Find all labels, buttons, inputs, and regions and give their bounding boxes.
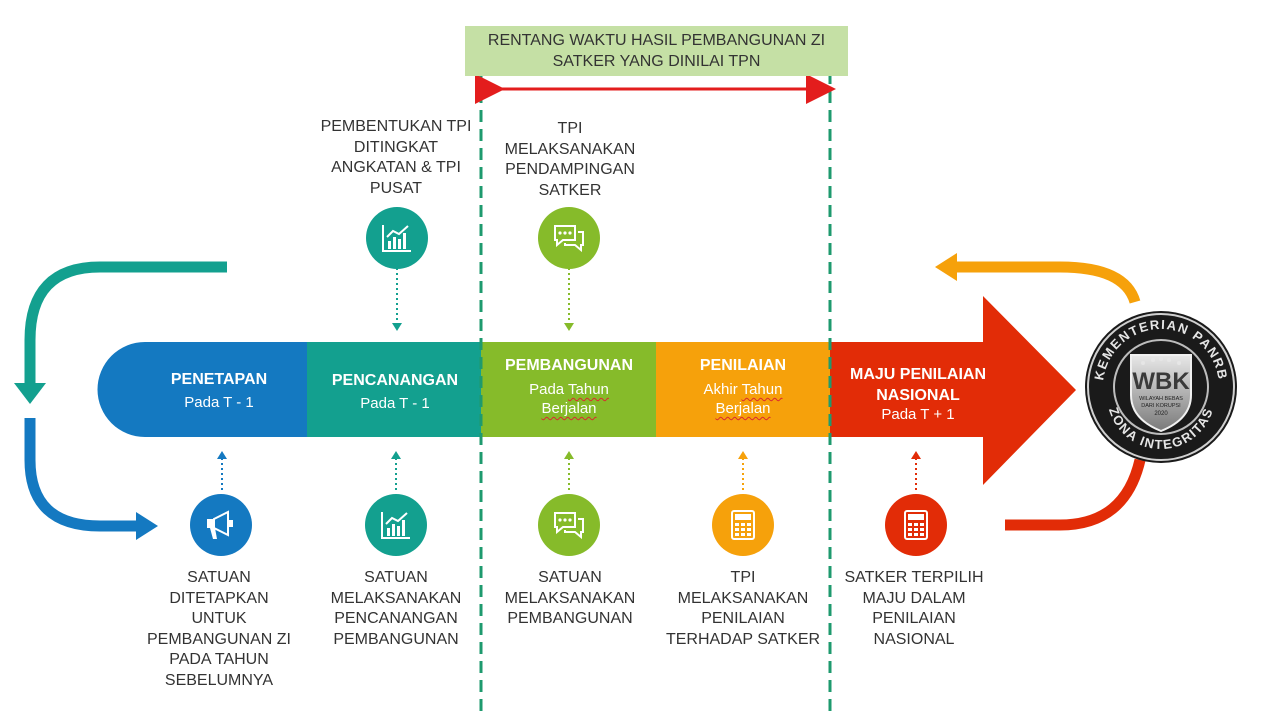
right-curve-red — [1005, 458, 1146, 531]
stage-pembangunan-bg — [481, 342, 656, 437]
chart-icon — [381, 512, 410, 539]
stage-nasional: MAJU PENILAIAN NASIONAL Pada T + 1 — [838, 364, 998, 423]
megaphone-icon — [207, 510, 233, 539]
stage-pencanangan-bg — [307, 342, 481, 437]
stage-pencanangan: PENCANANGAN Pada T - 1 — [310, 372, 480, 412]
bottom-label-pembangunan: SATUAN MELAKSANAKAN PEMBANGUNAN — [504, 569, 636, 627]
time-range-banner-text: RENTANG WAKTU HASIL PEMBANGUNAN ZI SATKE… — [487, 32, 826, 70]
stage-penetapan: PENETAPAN Pada T - 1 — [140, 371, 298, 411]
top-label-pencanangan: PEMBENTUKAN TPI DITINGKAT ANGKATAN & TPI… — [320, 118, 472, 197]
stage-penetapan-title: PENETAPAN — [170, 371, 268, 388]
stage-penetapan-sub: Pada T - 1 — [184, 394, 254, 411]
chat-icon — [554, 512, 584, 540]
stage-penilaian-sub-prefix: Akhir — [703, 381, 742, 398]
time-range-banner: RENTANG WAKTU HASIL PEMBANGUNAN ZI SATKE… — [465, 26, 848, 76]
stage-penilaian-sub-b: Berjalan — [715, 400, 771, 417]
stage-penilaian-sub-line2: Berjalan — [658, 400, 828, 417]
bottom-chat-icon-circle — [538, 494, 600, 556]
chart-icon — [382, 225, 411, 252]
stage-penetapan-bg — [97, 342, 307, 437]
stage-pembangunan-sub-prefix: Pada — [529, 381, 569, 398]
stage-pembangunan: PEMBANGUNAN Pada Tahun Berjalan — [484, 357, 654, 417]
calculator-icon — [731, 510, 755, 540]
badge-sub-line2: DARI KORUPSI — [1141, 403, 1181, 409]
top-label-pembangunan: TPI MELAKSANAKAN PENDAMPINGAN SATKER — [504, 120, 636, 199]
badge-year: 2020 — [1154, 411, 1168, 417]
right-curve-arrow-orange — [955, 261, 1141, 304]
calculator-icon — [904, 510, 928, 540]
stage-pencanangan-sub: Pada T - 1 — [360, 395, 430, 412]
wbk-seal-graphic: KEMENTERIAN PANRB ZONA INTEGRITAS WBK WI… — [1085, 311, 1237, 463]
stage-pembangunan-sub-b: Berjalan — [541, 400, 597, 417]
bottom-calculator-icon-circle-2 — [885, 494, 947, 556]
stage-pencanangan-title: PENCANANGAN — [331, 372, 459, 389]
badge-stars — [1141, 357, 1181, 365]
wbk-badge: KEMENTERIAN PANRB ZONA INTEGRITAS WBK WI… — [1083, 309, 1239, 465]
stage-pembangunan-sub-a: Tahun — [568, 381, 609, 398]
stage-penilaian-bg — [656, 342, 830, 437]
top-chart-icon-circle — [366, 207, 428, 269]
bottom-megaphone-icon-circle — [190, 494, 252, 556]
left-curve-arrowhead-teal — [14, 383, 46, 404]
stage-pembangunan-sub-line2: Berjalan — [484, 400, 654, 417]
left-curve-arrowhead-blue — [136, 512, 158, 540]
stage-nasional-arrow-bg — [830, 296, 1076, 485]
left-curve-arrow-teal — [24, 261, 227, 385]
badge-center-text: WBK — [1132, 368, 1190, 395]
stage-pembangunan-title: PEMBANGUNAN — [505, 357, 633, 374]
stage-penilaian-sub-a: Tahun — [741, 381, 783, 398]
bottom-calculator-icon-circle-1 — [712, 494, 774, 556]
right-curve-arrowhead-orange — [935, 253, 957, 281]
chat-icon — [554, 225, 584, 253]
stage-penilaian: PENILAIAN Akhir Tahun Berjalan — [658, 357, 828, 417]
top-chat-icon-circle — [538, 207, 600, 269]
left-curve-arrow-blue — [24, 418, 138, 532]
bottom-label-penetapan: SATUAN DITETAPKAN UNTUK PEMBANGUNAN ZI P… — [146, 569, 291, 689]
stage-nasional-sub: Pada T + 1 — [881, 406, 955, 423]
bottom-label-nasional: SATKER TERPILIH MAJU DALAM PENILAIAN NAS… — [844, 569, 984, 648]
stage-penilaian-title: PENILAIAN — [699, 357, 787, 374]
bottom-chart-icon-circle — [365, 494, 427, 556]
stage-nasional-title: MAJU PENILAIAN NASIONAL — [849, 366, 986, 404]
stage-penilaian-sub: Akhir Tahun — [658, 381, 828, 398]
bottom-label-penilaian: TPI MELAKSANAKAN PENILAIAN TERHADAP SATK… — [665, 569, 821, 648]
badge-sub-line1: WILAYAH BEBAS — [1139, 396, 1183, 402]
stage-pembangunan-sub: Pada Tahun — [484, 381, 654, 398]
bottom-label-pencanangan: SATUAN MELAKSANAKAN PENCANANGAN PEMBANGU… — [330, 569, 462, 648]
